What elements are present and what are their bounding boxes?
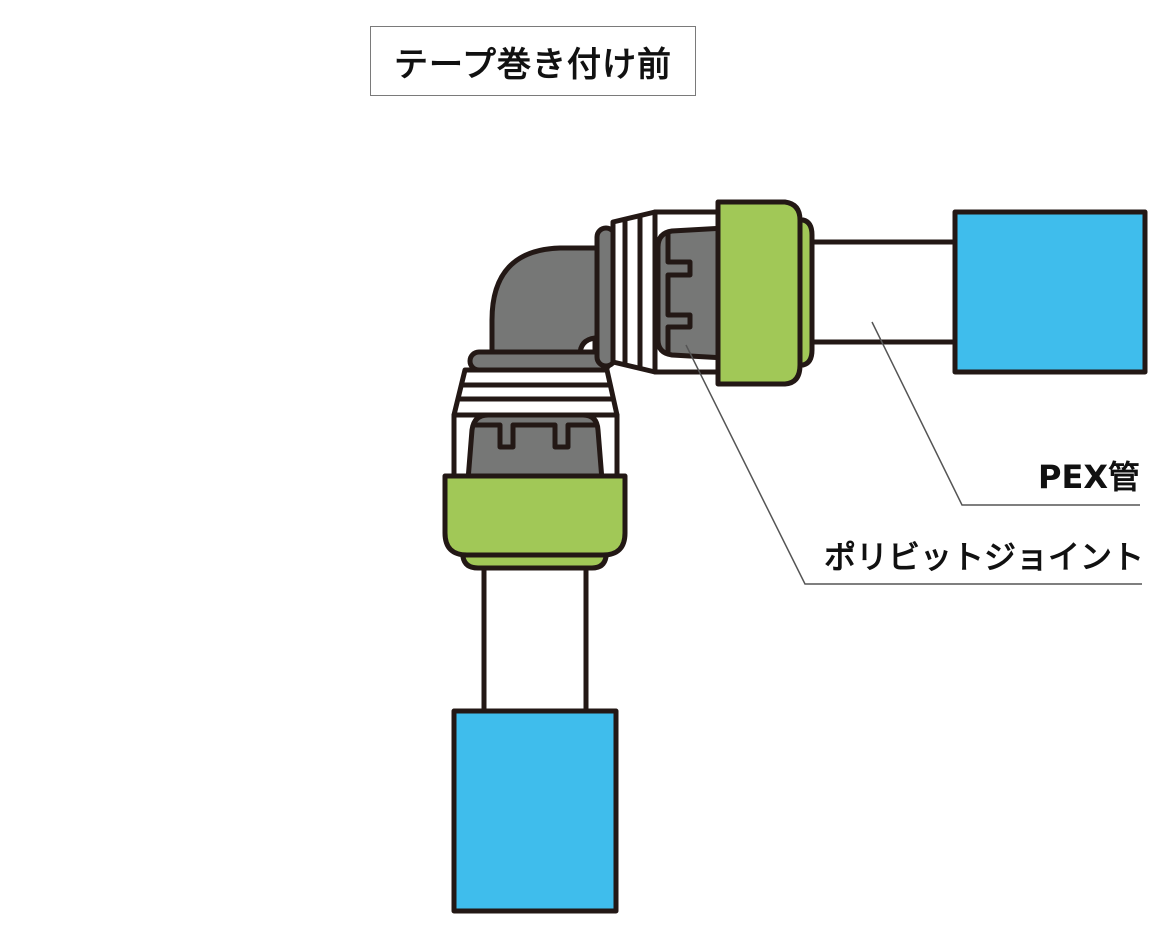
elbow-flange-bottom xyxy=(467,349,613,373)
pex-pipe-horizontal xyxy=(797,239,963,345)
label-pex-pipe: PEX管 xyxy=(1038,458,1140,496)
cap-vertical xyxy=(442,473,628,558)
title-box: テープ巻き付け前 xyxy=(370,26,696,96)
collar-horizontal-ribs xyxy=(610,209,658,375)
leader-line-pex xyxy=(871,321,1140,506)
elbow-body xyxy=(489,245,603,358)
insulation-vertical xyxy=(451,708,619,914)
label-polybit-joint: ポリビットジョイント xyxy=(823,538,1144,576)
insulation-horizontal xyxy=(952,209,1148,375)
title-text: テープ巻き付け前 xyxy=(394,44,672,85)
pex-pipe-vertical xyxy=(481,557,589,718)
cap-horizontal xyxy=(715,199,803,387)
leader-line-joint xyxy=(685,344,1142,585)
collar-vertical-ribs xyxy=(451,367,620,418)
